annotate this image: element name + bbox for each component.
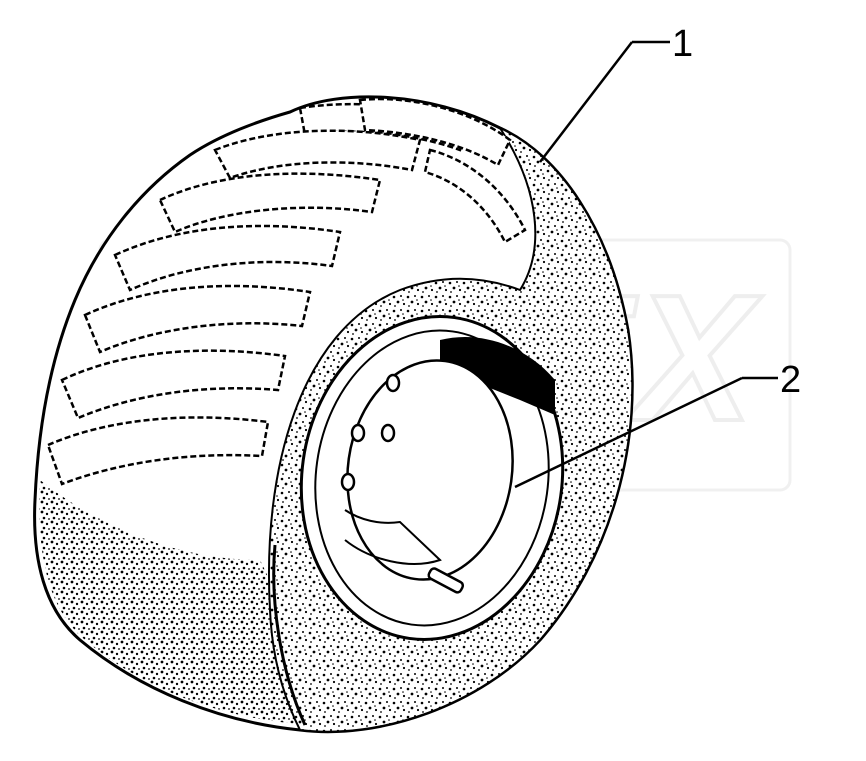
callout-2: 2: [514, 359, 801, 489]
callout-1: 1: [539, 23, 693, 163]
leader-line-2: [514, 376, 743, 489]
bolt-hole: [385, 373, 401, 393]
bolt-hole: [380, 423, 396, 443]
bolt-hole: [350, 423, 366, 443]
rim-disc-step: [344, 509, 442, 565]
callout-number-2: 2: [780, 359, 801, 401]
bolt-holes: [340, 373, 401, 492]
leader-line-1: [539, 41, 633, 163]
rim-lip: [314, 329, 550, 627]
tire-lower-shadow: [39, 480, 330, 725]
callout-number-1: 1: [672, 23, 693, 65]
sidewall-edge: [272, 544, 307, 726]
rim-center-disc: [346, 359, 514, 581]
rim-interior-shadow: [440, 336, 555, 415]
tread-lugs: [46, 97, 527, 486]
bolt-hole: [340, 472, 356, 492]
valve-stem: [427, 567, 465, 594]
wheel-rim: [299, 315, 565, 641]
